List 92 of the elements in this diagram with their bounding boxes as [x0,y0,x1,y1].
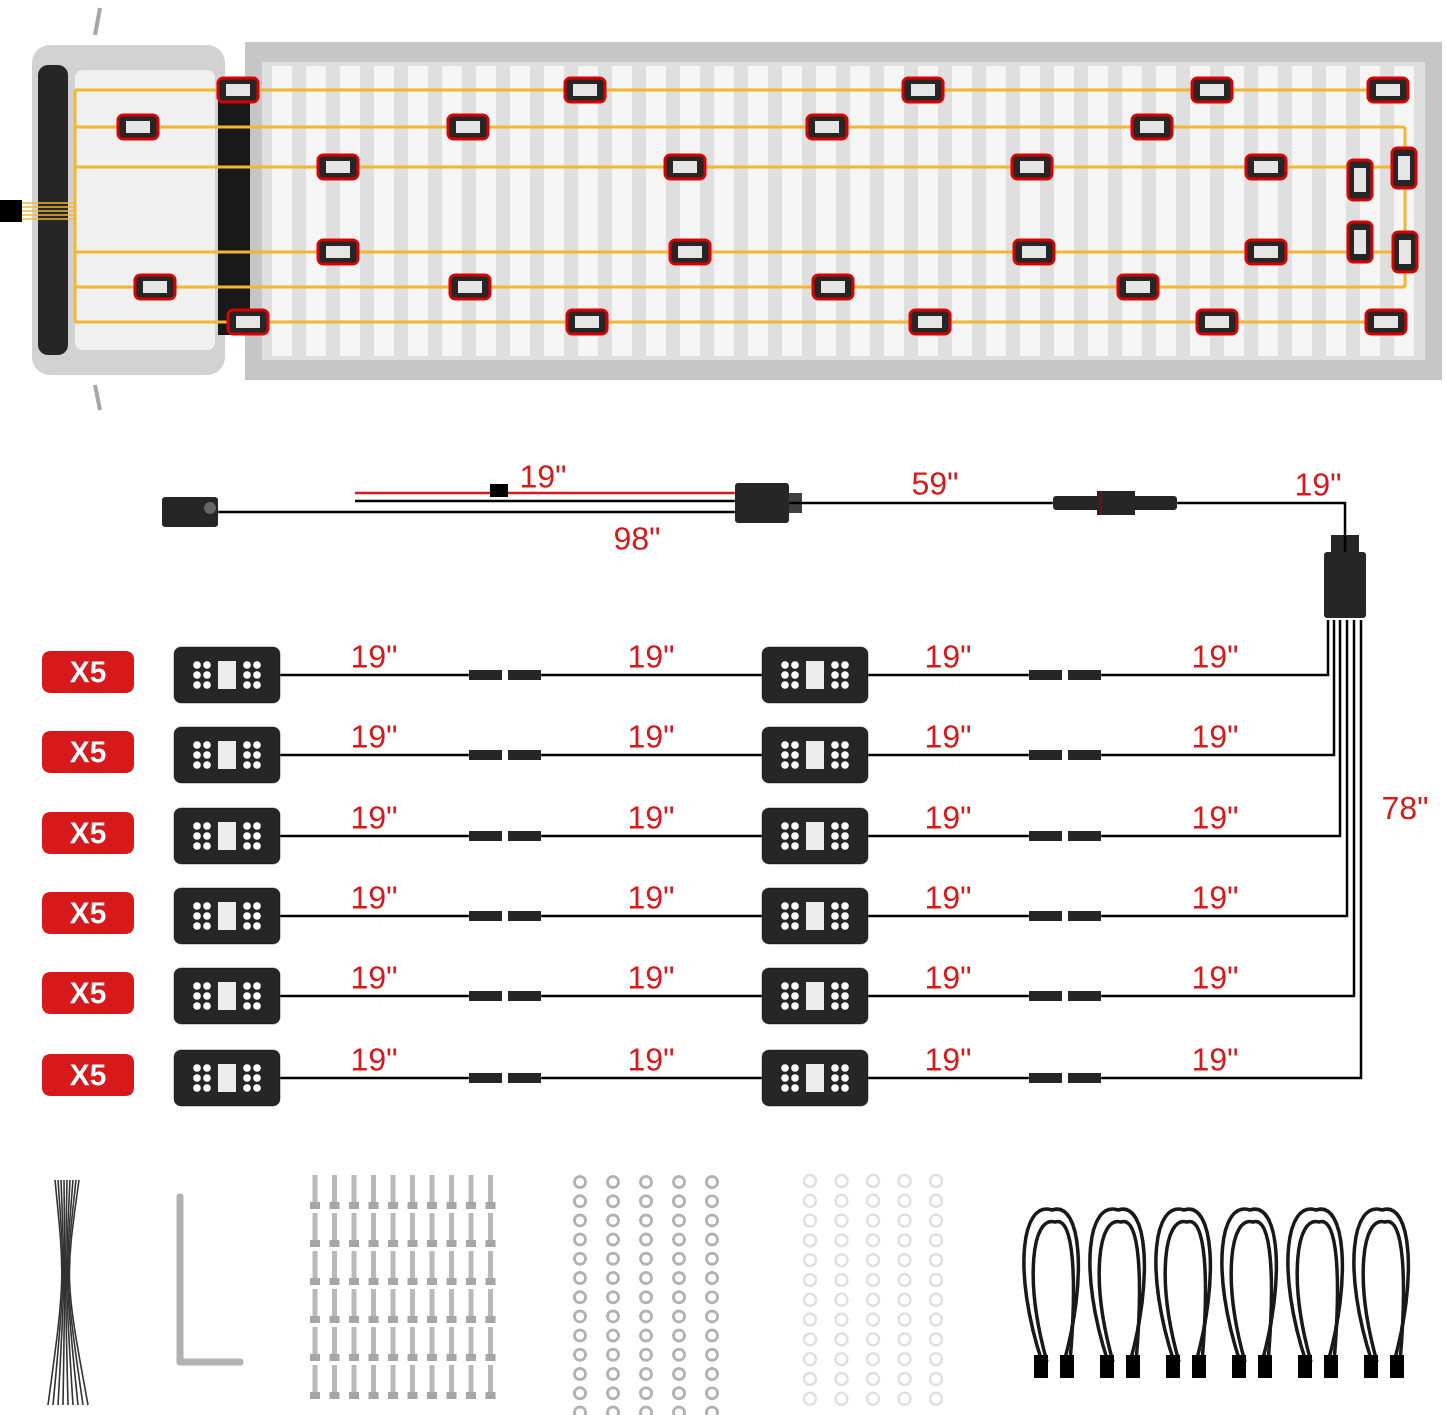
wire [218,510,735,514]
length-label: 19" [349,965,399,990]
light-pod-drawing [761,887,869,945]
splitter-hub-drawing [1324,535,1366,618]
length-label: 19" [349,805,399,830]
wire [868,753,1029,757]
wire [868,914,1029,918]
count-badge: X5 [42,812,134,854]
wire [280,1076,469,1080]
wire [1101,620,1342,838]
length-label: 19" [1190,724,1240,749]
plug-pair-drawing [1029,991,1101,1001]
length-label: 19" [923,1047,973,1072]
wire [355,499,735,503]
wire [868,1076,1029,1080]
wire [1177,501,1347,552]
plug-pair-drawing [1029,1073,1101,1083]
wire [541,673,762,677]
count-badge: X5 [42,651,134,693]
length-label: 19" [349,724,399,749]
light-pod-drawing [761,807,869,865]
wire [541,1076,762,1080]
length-label: 19" [349,1047,399,1072]
wire [1101,620,1363,1080]
plug-pair-drawing [469,991,541,1001]
plug-pair-drawing [1029,911,1101,921]
wire [868,673,1029,677]
light-pod-drawing [173,887,281,945]
length-label: 19" [1190,965,1240,990]
length-label: 19" [626,805,676,830]
length-label: 19" [1190,644,1240,669]
plug-pair-drawing [469,1073,541,1083]
count-badge: X5 [42,972,134,1014]
length-label: 78" [1383,796,1428,820]
count-badge: X5 [42,892,134,934]
wire [541,834,762,838]
light-pod-drawing [761,726,869,784]
wire [541,994,762,998]
length-label: 19" [1190,1047,1240,1072]
light-pod-drawing [761,1049,869,1107]
wire [789,501,1053,505]
wire [280,914,469,918]
wire [280,673,469,677]
wire [868,834,1029,838]
length-label: 19" [923,965,973,990]
wire [1101,620,1356,998]
length-label: 19" [626,724,676,749]
length-label: 19" [923,644,973,669]
wire [280,994,469,998]
plug-pair-drawing [469,750,541,760]
length-label: 19" [349,885,399,910]
light-pod-drawing [173,807,281,865]
wire [1101,620,1336,757]
plug-connector-drawing [735,483,802,523]
count-badge: X5 [42,731,134,773]
wire [1101,620,1330,677]
wire [1101,620,1349,918]
plug-pair-drawing [469,911,541,921]
light-pod-drawing [761,646,869,704]
inline-connector-drawing [1053,490,1177,516]
wire [868,994,1029,998]
light-pod-drawing [173,967,281,1025]
plug-pair-drawing [1029,670,1101,680]
wire [355,491,735,495]
wire [280,834,469,838]
length-label: 19" [626,644,676,669]
length-label: 19" [923,724,973,749]
length-label: 19" [349,644,399,669]
length-label: 59" [910,471,960,496]
light-pod-drawing [761,967,869,1025]
wire [541,753,762,757]
light-pod-drawing [173,646,281,704]
length-label: 19" [626,965,676,990]
length-label: 98" [612,526,662,551]
plug-pair-drawing [1029,750,1101,760]
length-label: 19" [1293,472,1343,497]
length-label: 19" [518,464,568,489]
length-label: 19" [626,1047,676,1072]
length-label: 19" [1190,805,1240,830]
switch-drawing [162,497,218,527]
wire [541,914,762,918]
light-pod-drawing [173,1049,281,1107]
length-label: 19" [1190,885,1240,910]
length-label: 19" [923,885,973,910]
count-badge: X5 [42,1054,134,1096]
plug-pair-drawing [469,670,541,680]
length-label: 19" [923,805,973,830]
wire [280,753,469,757]
light-pod-drawing [173,726,281,784]
plug-pair-drawing [1029,831,1101,841]
length-label: 19" [626,885,676,910]
plug-pair-drawing [469,831,541,841]
